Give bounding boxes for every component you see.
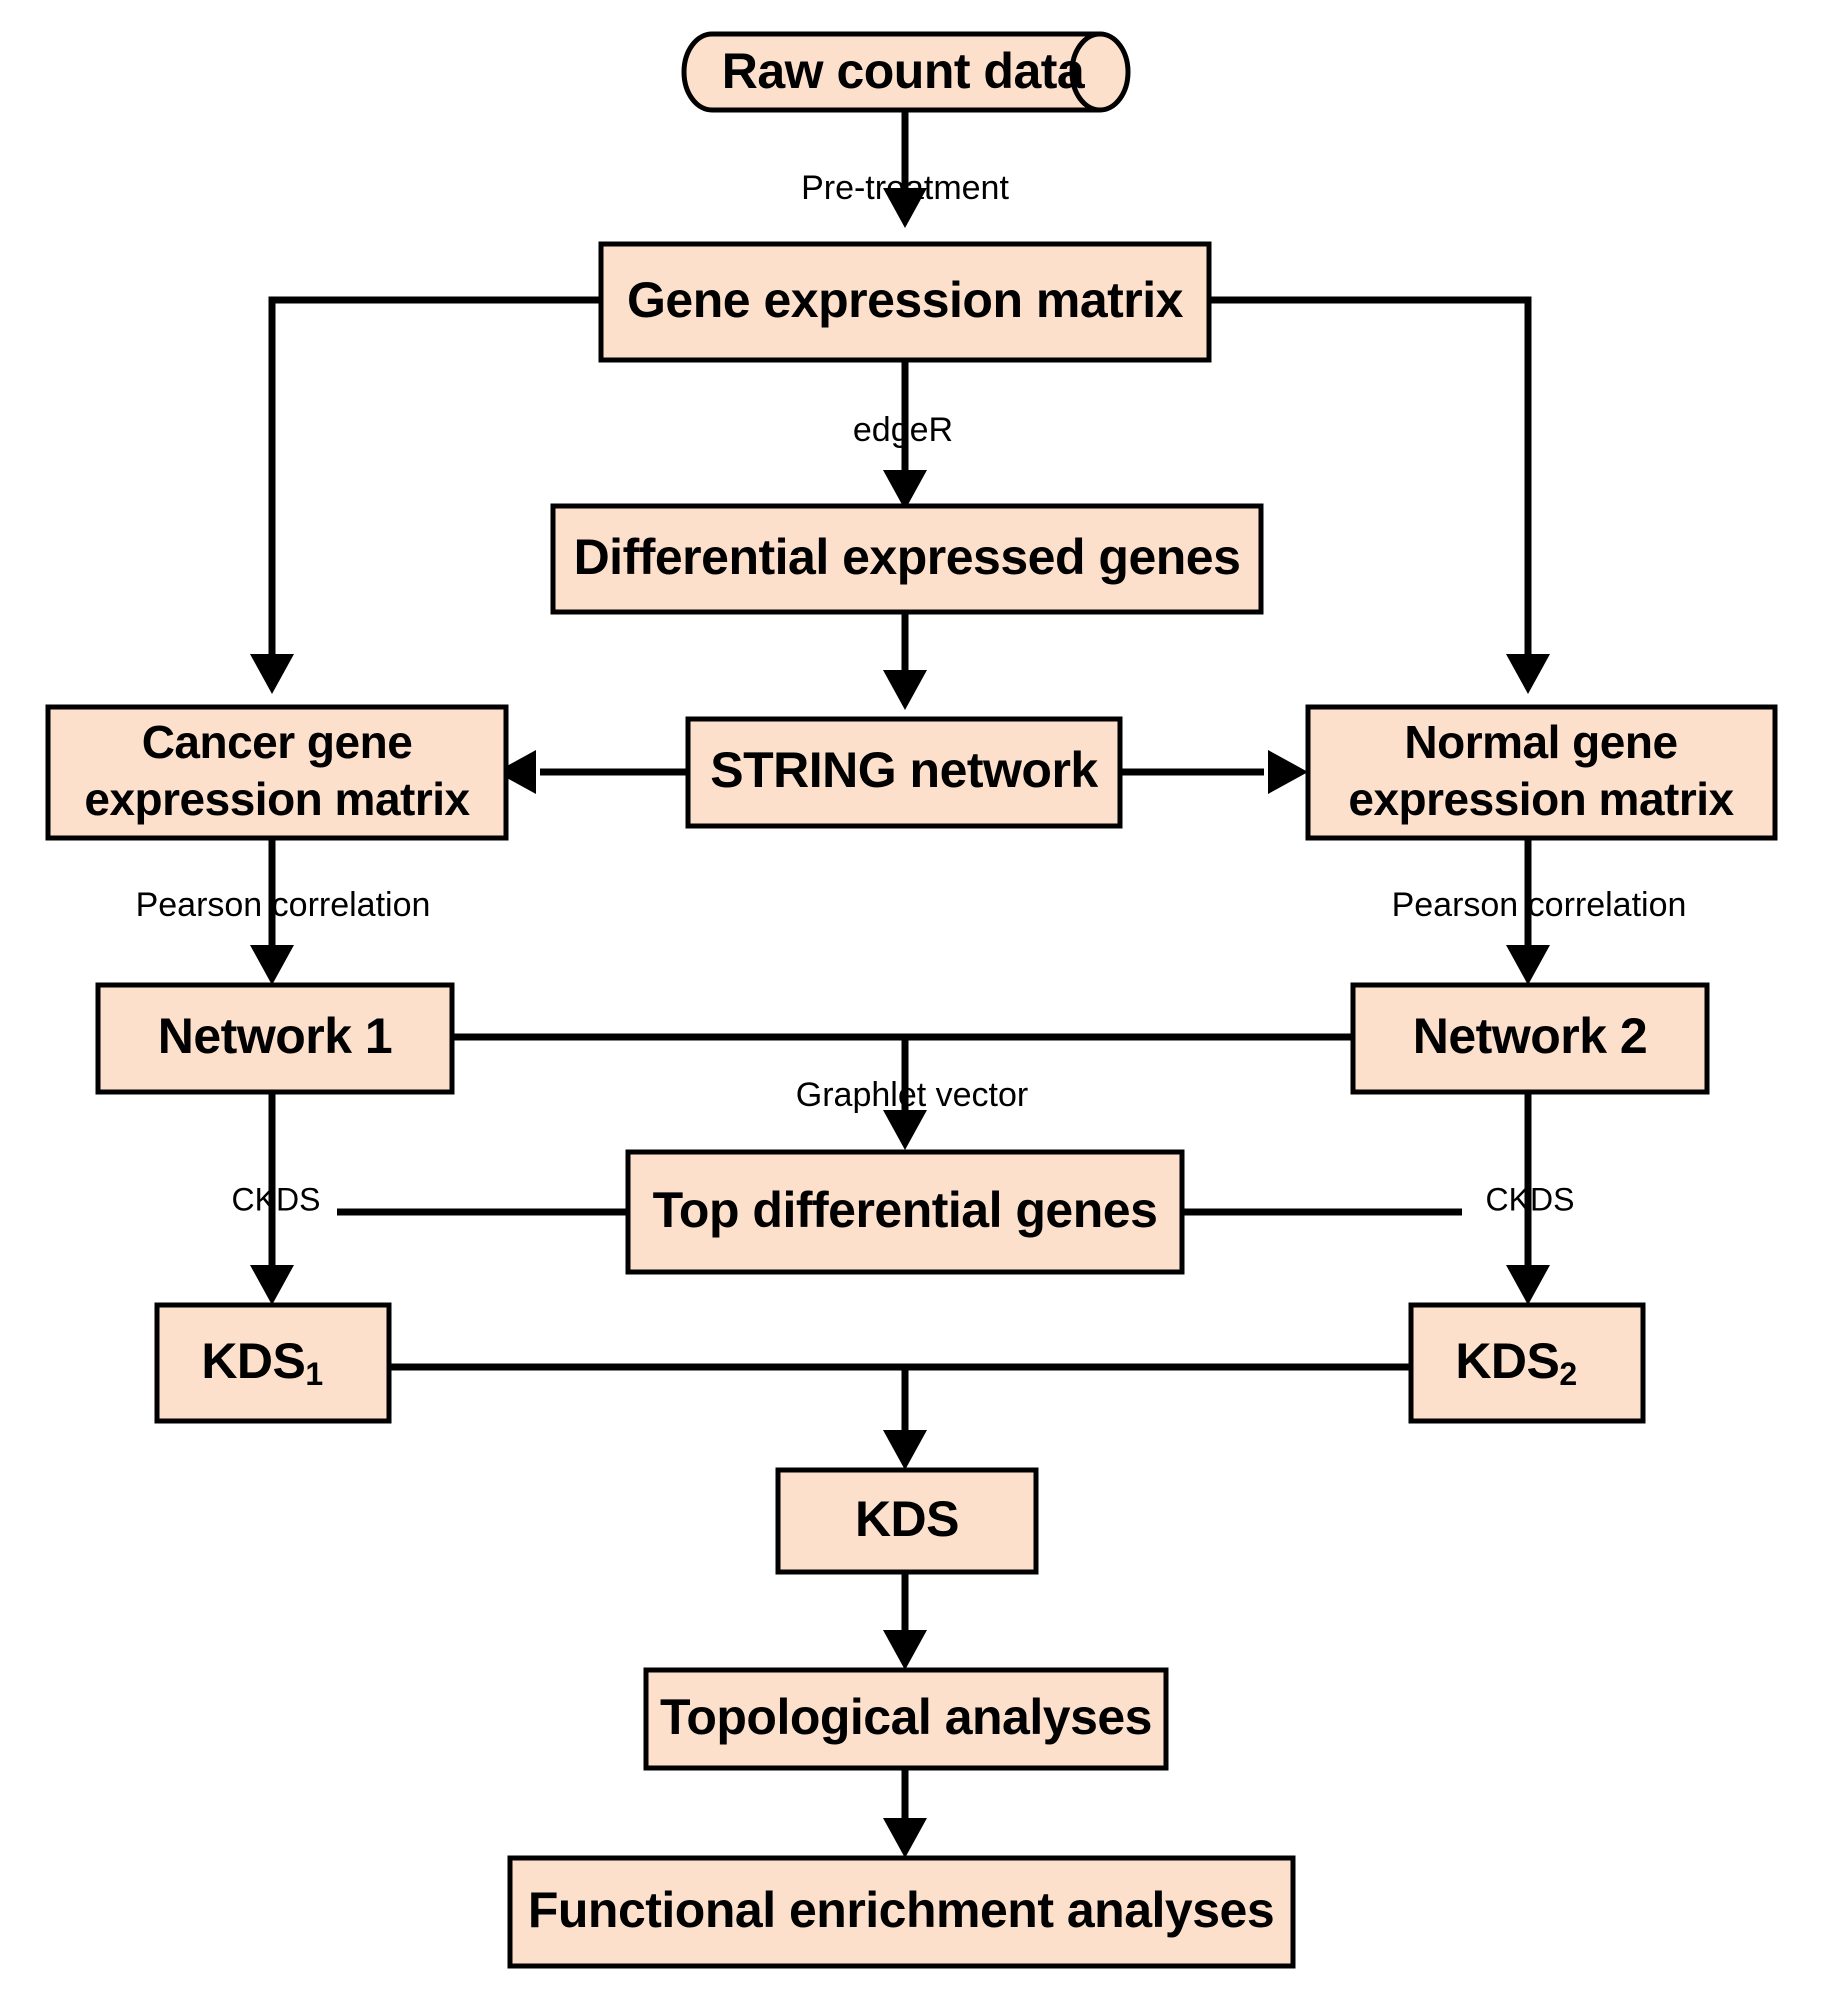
node-label-functional-enrichment-analyses: Functional enrichment analyses [528,1882,1274,1938]
edge-matrix-to-cancer [250,296,601,694]
edge-cancer-to-network1 [250,838,294,985]
node-label-cancer-matrix-line2: expression matrix [84,773,470,825]
node-topological-analyses[interactable]: Topological analyses [643,1667,1169,1771]
edge-label-pearson-right: Pearson correlation [1392,886,1687,924]
node-label-kds-2: KDS2 [1455,1333,1576,1392]
node-string-network[interactable]: STRING network [685,716,1123,829]
node-kds-2[interactable]: KDS2 [1408,1302,1646,1424]
node-differential-expressed-genes[interactable]: Differential expressed genes [550,503,1264,615]
node-label-topological-analyses: Topological analyses [660,1689,1152,1745]
edge-kds-to-topological [883,1572,927,1670]
edge-deg-to-string [883,610,927,710]
node-gene-expression-matrix[interactable]: Gene expression matrix [598,241,1212,363]
node-network-1[interactable]: Network 1 [95,982,455,1095]
edge-network1-network2 [452,1033,1353,1150]
edge-label-graphlet-vector: Graphlet vector [796,1076,1028,1114]
edge-label-ckds-left: CKDS [232,1181,321,1217]
node-label-kds-1: KDS1 [201,1333,322,1392]
node-cancer-gene-expression-matrix[interactable]: Cancer gene expression matrix [45,704,509,841]
node-kds-1[interactable]: KDS1 [154,1302,392,1424]
edge-string-to-normal [1120,750,1308,794]
node-label-top-differential-genes: Top differential genes [653,1182,1158,1238]
edge-label-pearson-left: Pearson correlation [136,886,431,924]
node-raw-count-data[interactable]: Raw count data [681,31,1131,113]
node-functional-enrichment-analyses[interactable]: Functional enrichment analyses [507,1855,1296,1969]
node-label-normal-matrix-line1: Normal gene [1404,716,1677,768]
edge-kds1-kds2 [389,1363,1411,1470]
node-label-network-2: Network 2 [1413,1008,1647,1064]
edge-network1-to-kds1 [250,1092,294,1305]
node-kds[interactable]: KDS [775,1467,1039,1575]
edge-normal-to-network2 [1506,838,1550,985]
node-label-normal-matrix-line2: expression matrix [1348,773,1734,825]
edge-topological-to-functional [883,1768,927,1858]
node-label-cancer-matrix-line1: Cancer gene [142,716,413,768]
edge-network2-to-kds2 [1506,1092,1550,1305]
node-normal-gene-expression-matrix[interactable]: Normal gene expression matrix [1305,704,1778,841]
edge-label-edger: edgeR [853,411,953,449]
node-top-differential-genes[interactable]: Top differential genes [625,1149,1185,1275]
node-label-network-1: Network 1 [158,1008,392,1064]
node-label-string-network: STRING network [710,742,1098,798]
edge-matrix-to-normal [1209,296,1550,694]
edge-label-pre-treatment: Pre-treatment [801,169,1009,207]
edge-raw-to-matrix [883,110,927,228]
edge-matrix-to-deg [883,360,927,510]
edge-label-ckds-right: CKDS [1486,1181,1575,1217]
node-label-gene-expression-matrix: Gene expression matrix [627,272,1184,328]
node-label-raw-count-data: Raw count data [722,43,1086,99]
node-network-2[interactable]: Network 2 [1350,982,1710,1095]
node-label-kds: KDS [855,1491,959,1547]
edge-string-to-cancer [496,750,686,794]
node-label-differential-expressed-genes: Differential expressed genes [574,529,1241,585]
